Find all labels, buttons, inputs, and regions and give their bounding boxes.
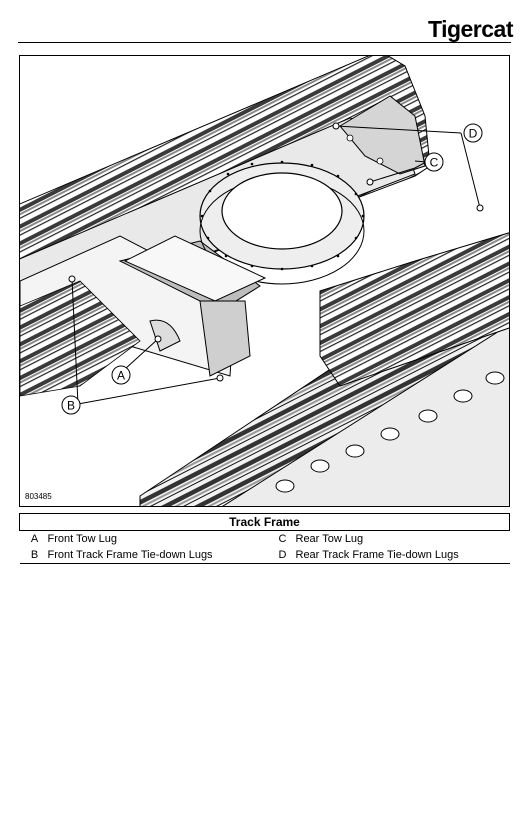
- legend-row: B Front Track Frame Tie-down Lugs D Rear…: [19, 547, 510, 564]
- svg-text:A: A: [117, 369, 125, 383]
- figure-number: 803485: [25, 492, 52, 501]
- swing-bearing: [199, 160, 365, 285]
- legend-description: Rear Tow Lug: [295, 533, 364, 545]
- callout-b: B: [61, 395, 81, 415]
- lug-markers: [68, 122, 484, 382]
- legend-key: C: [278, 533, 287, 545]
- callout-a: A: [111, 365, 131, 385]
- legend-row: A Front Tow Lug C Rear Tow Lug: [20, 531, 510, 548]
- callout-d: D: [463, 123, 483, 143]
- svg-text:D: D: [469, 127, 478, 141]
- leader-lines: [71, 125, 481, 405]
- legend-description: Front Tow Lug: [47, 533, 118, 545]
- track-frame-drawing: D C A B: [20, 56, 509, 506]
- legend-table: Track Frame A Front Tow Lug C Rear Tow L…: [19, 513, 510, 564]
- legend-key: A: [30, 533, 39, 545]
- legend-key: B: [19, 547, 44, 564]
- swivel-plate: [123, 235, 267, 302]
- track-frame-illustration: D C A B 803485: [19, 55, 510, 507]
- tigercat-logo: Tigercat: [427, 16, 514, 42]
- front-track-assembly: [139, 232, 509, 506]
- callout-c: C: [424, 152, 444, 172]
- legend-description: Front Track Frame Tie-down Lugs: [43, 547, 274, 564]
- legend-key: D: [273, 547, 292, 564]
- svg-text:C: C: [430, 156, 439, 170]
- legend-description: Rear Track Frame Tie-down Lugs: [291, 547, 510, 564]
- header-divider: [18, 42, 511, 43]
- legend-title: Track Frame: [19, 513, 510, 531]
- svg-text:B: B: [67, 399, 75, 413]
